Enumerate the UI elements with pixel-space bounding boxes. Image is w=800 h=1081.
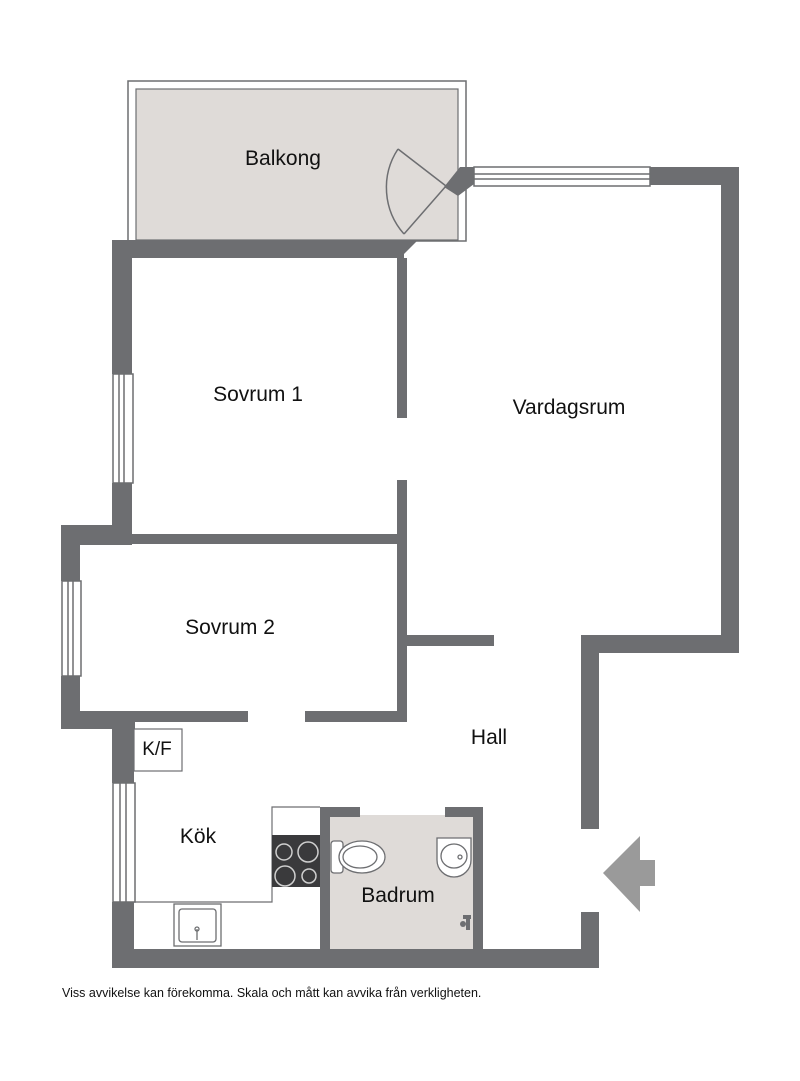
walls [61, 167, 739, 968]
label-kf: K/F [142, 739, 172, 760]
kitchen-sink-icon [173, 903, 222, 947]
label-badrum: Badrum [361, 884, 435, 907]
washbasin-icon [436, 837, 472, 878]
balcony [127, 80, 467, 242]
label-sovrum-2: Sovrum 2 [185, 616, 275, 639]
label-sovrum-1: Sovrum 1 [213, 383, 303, 406]
label-vardagsrum: Vardagsrum [513, 396, 626, 419]
disclaimer-text: Viss avvikelse kan förekomma. Skala och … [62, 986, 482, 1000]
toilet-icon [330, 840, 386, 874]
fridge-freezer [133, 728, 183, 772]
window-icon [61, 580, 82, 677]
bath-mixer-icon [460, 915, 471, 930]
window-icon [112, 373, 134, 484]
stove-icon [272, 835, 320, 887]
window-icon [473, 166, 651, 187]
label-balkong: Balkong [245, 147, 321, 170]
entrance-arrow-icon [603, 836, 655, 912]
label-hall: Hall [471, 726, 507, 749]
bathroom-floor [330, 815, 480, 949]
window-icon [112, 782, 136, 903]
label-kok: Kök [180, 825, 217, 848]
door-swing-icon [385, 148, 447, 235]
